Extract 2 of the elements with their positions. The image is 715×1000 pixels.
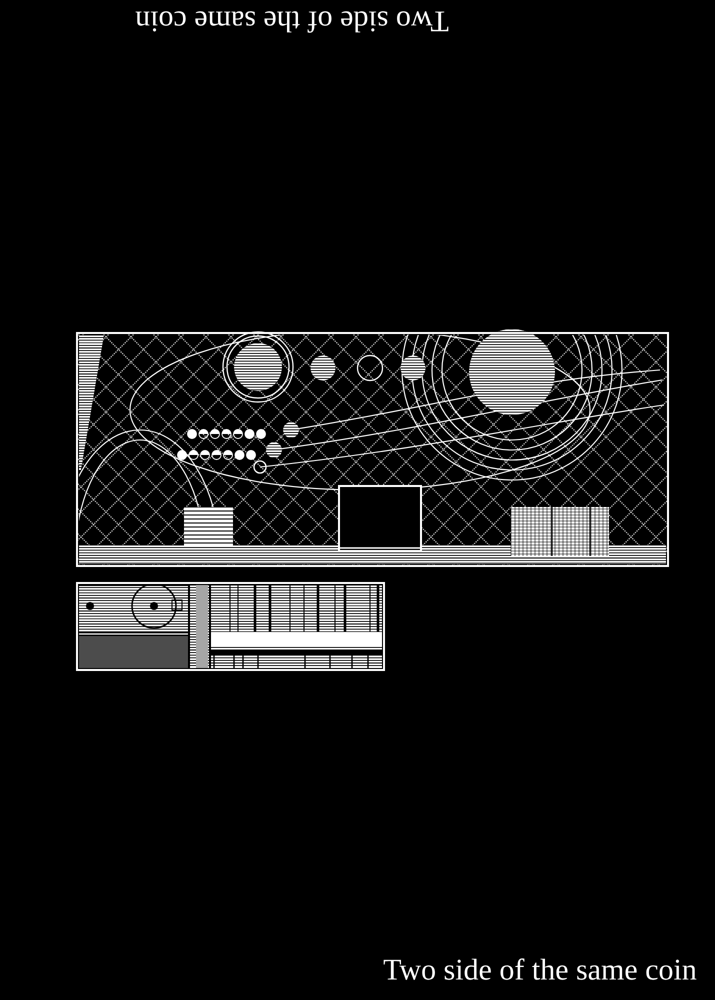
upside-down-title: Two side of the same coin xyxy=(136,11,448,33)
title: Two side of the same coin xyxy=(384,958,696,980)
